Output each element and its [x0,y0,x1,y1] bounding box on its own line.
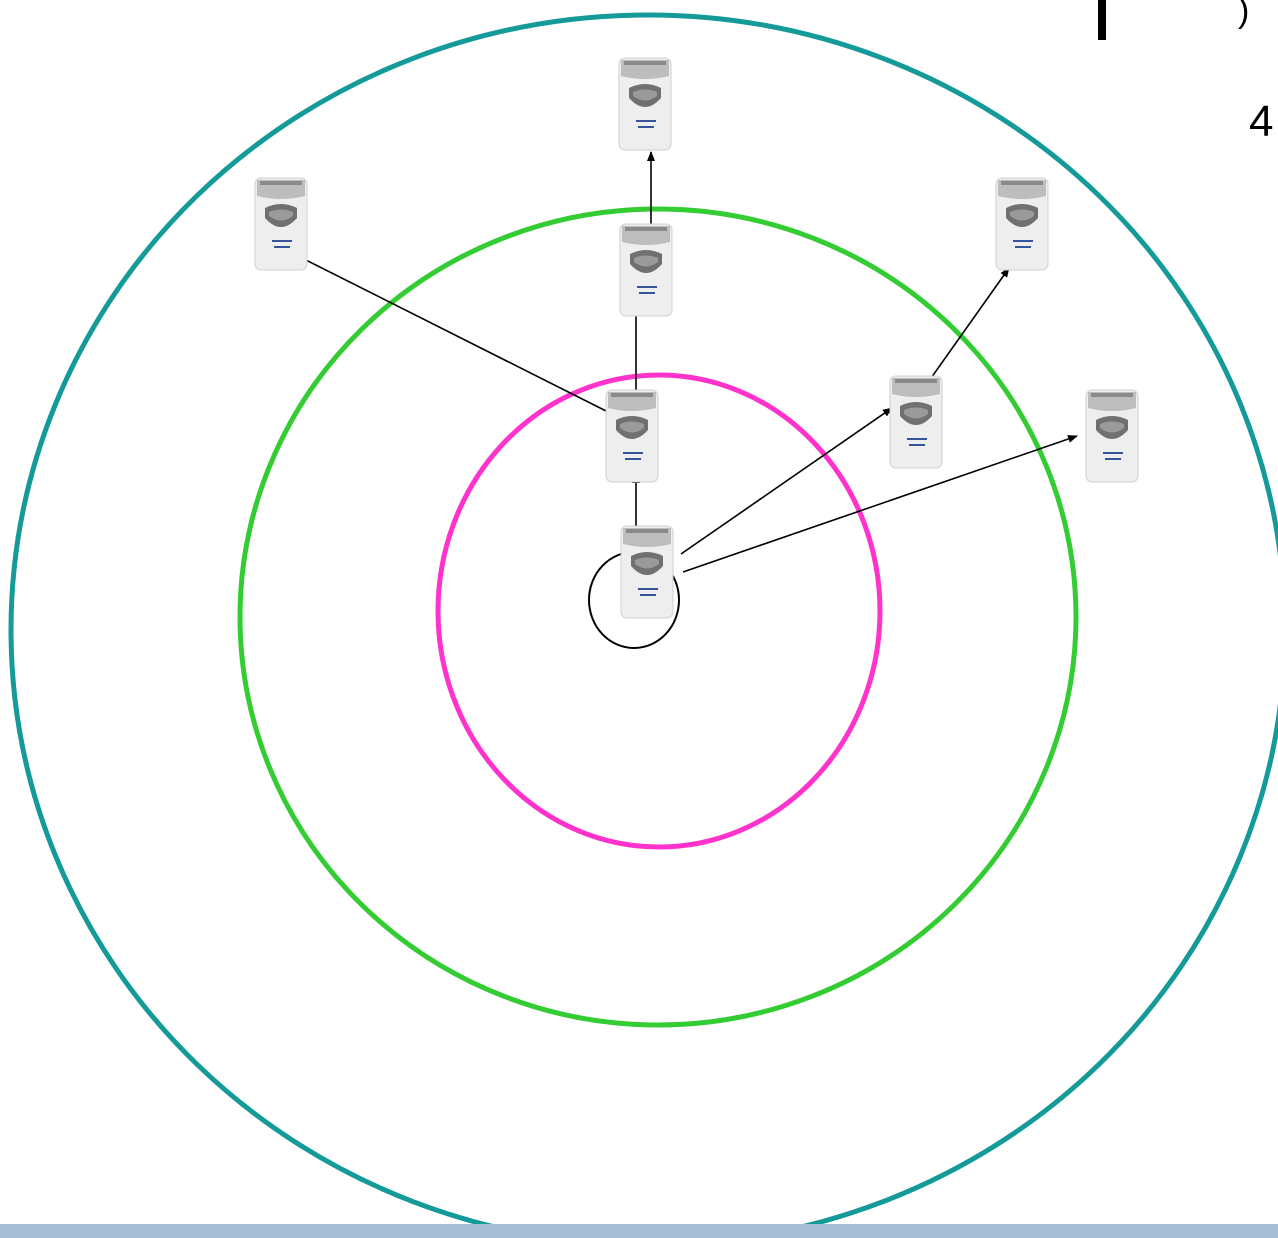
device-middle [620,224,672,316]
device-upper-left [255,178,307,270]
device-cap-stripe [1001,181,1043,185]
device-cap-stripe [625,227,667,231]
device-cap-stripe [895,379,937,383]
device-right-inner [890,376,942,468]
device-cap-stripe [624,61,666,65]
device-print-line [909,444,925,446]
slide-bottom-band [0,1224,1278,1238]
device-print-line [639,292,655,294]
device-print-line [636,120,656,122]
device-inner [606,390,658,482]
arrow-source-to-far-right [683,436,1077,572]
arrow-right-inner-to-upper-right [924,268,1009,388]
device-print-line [637,286,657,288]
cropped-edge-digit: 4 [1249,100,1273,144]
device-top [619,58,671,150]
device-print-line [1103,452,1123,454]
device-print-line [1013,240,1033,242]
device-print-line [640,594,656,596]
device-print-line [907,438,927,440]
device-cap-stripe [611,393,653,397]
device-print-line [638,588,658,590]
cropped-top-text: ) [1238,0,1249,28]
device-print-line [1015,246,1031,248]
device-far-right [1086,390,1138,482]
device-upper-right [996,178,1048,270]
arrow-source-to-right-inner [681,408,892,554]
outer-ring [11,15,1278,1238]
device-print-line [274,246,290,248]
device-cap-stripe [626,529,668,533]
device-print-line [1105,458,1121,460]
device-cap-stripe [260,181,302,185]
device-print-line [638,126,654,128]
cropped-title-fragment [1098,0,1106,40]
device-cap-stripe [1091,393,1133,397]
device-print-line [625,458,641,460]
device-print-line [623,452,643,454]
arrow-inner-to-upper-left [286,250,620,418]
device-print-line [272,240,292,242]
device-source [621,526,673,618]
